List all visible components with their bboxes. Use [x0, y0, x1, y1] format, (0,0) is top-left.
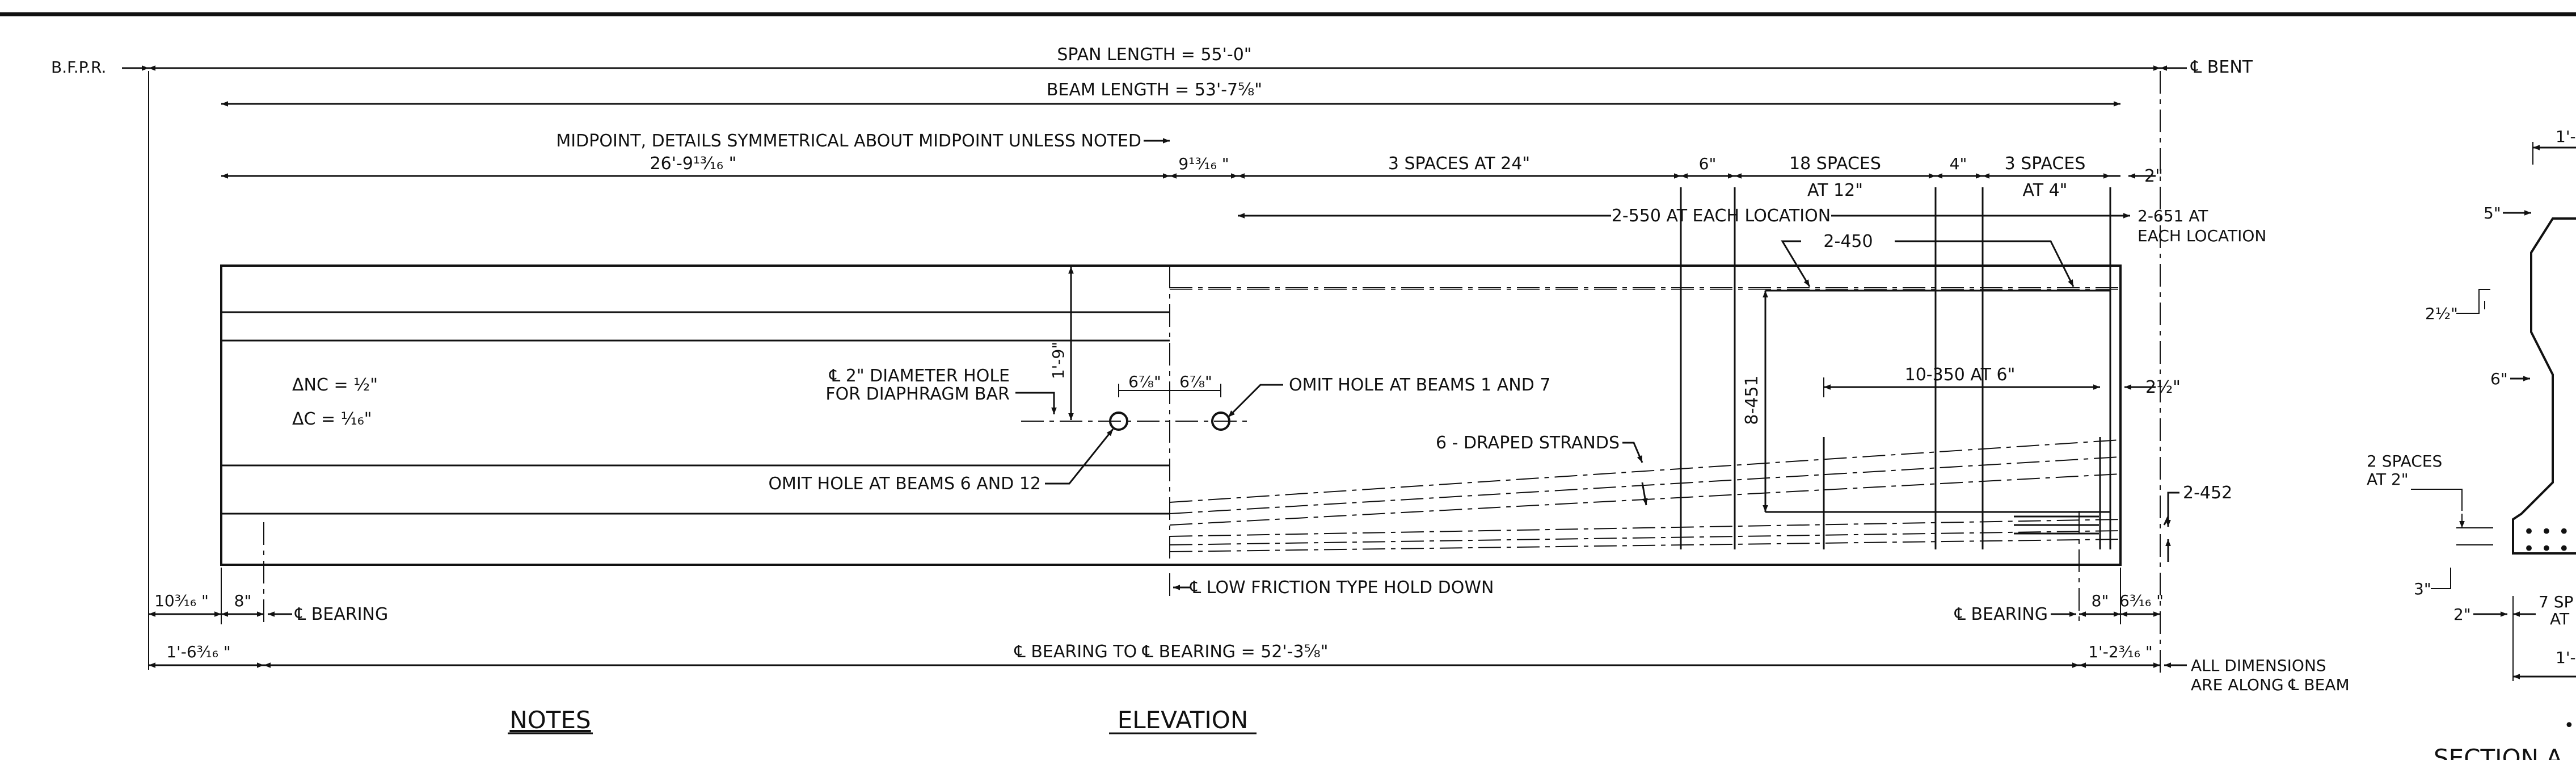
bars-10-350-label: 10-350 AT 6"	[1905, 365, 2016, 385]
section-dim-6: 6"	[2490, 369, 2508, 388]
bars-8-451-label: 8-451	[1742, 375, 1762, 425]
hold-down-callout: ℄ LOW FRICTION TYPE HOLD DOWN	[1169, 573, 1494, 598]
cl-bent-label: ℄ BENT	[2190, 57, 2253, 77]
half-length-label: 26'-9¹³⁄₁₆ "	[650, 154, 737, 174]
right-bearing-dimensions: ℄ BEARING 8" 6³⁄₁₆ "	[1954, 568, 2164, 624]
beam-length-label: BEAM LENGTH = 53'-7⅝"	[1047, 80, 1262, 100]
section-dim-1: 1'-	[2556, 127, 2576, 146]
delta-c-label: ΔC = ¹⁄₁₆"	[292, 409, 372, 429]
section-dim-1b: 1'-	[2556, 648, 2576, 667]
stirrup-spacing-dimensions: 9¹³⁄₁₆ " 3 SPACES AT 24" 6" 18 SPACES AT…	[1170, 154, 2163, 200]
beam-depth-dimension: 1'-9"	[1049, 267, 1074, 420]
bfpr-label: B.F.P.R.	[51, 58, 106, 77]
eighteen-spaces: 18 SPACES	[1789, 154, 1881, 174]
omit-hole-6-12: OMIT HOLE AT BEAMS 6 AND 12	[768, 474, 1041, 494]
span-length-dimension: B.F.P.R. SPAN LENGTH = 55'-0" ℄ BENT	[51, 45, 2253, 77]
hole-note-line-2: FOR DIAPHRAGM BAR	[825, 384, 1010, 404]
dim-8-right: 8"	[2092, 591, 2109, 610]
notes-title: NOTES	[509, 706, 591, 734]
dim-1-6-3-16: 1'-6³⁄₁₆ "	[166, 643, 231, 661]
span-length-label: SPAN LENGTH = 55'-0"	[1057, 45, 1251, 65]
dim-10-3-16: 10³⁄₁₆ "	[154, 591, 209, 610]
section-dots: • • •	[2523, 520, 2570, 543]
bar-2-452-callout: 2-452	[2163, 483, 2232, 562]
dim-6-3-16: 6³⁄₁₆ "	[2119, 591, 2164, 610]
section-at-2: AT 2"	[2367, 470, 2409, 489]
draped-strands-label: 6 - DRAPED STRANDS	[1436, 433, 1620, 453]
cl-bearing-left: ℄ BEARING	[294, 604, 388, 624]
beam-length-dimension: BEAM LENGTH = 53'-7⅝"	[221, 80, 2120, 107]
each-location-label: EACH LOCATION	[2137, 226, 2266, 245]
all-dims-line-2: ARE ALONG ℄ BEAM	[2191, 675, 2350, 694]
cl-bearing-right: ℄ BEARING	[1954, 604, 2048, 624]
dim-6-7-8-left: 6⅞"	[1128, 372, 1161, 391]
section-dim-2-half: 2½"	[2425, 304, 2458, 323]
dim-8-left: 8"	[234, 591, 252, 610]
dim-4: 4"	[1950, 154, 1967, 173]
bearing-to-bearing-dimension: 1'-6³⁄₁₆ " ℄ BEARING TO ℄ BEARING = 52'-…	[149, 642, 2350, 694]
section-dim-3: 3"	[2414, 580, 2431, 598]
three-spaces-24: 3 SPACES AT 24"	[1388, 154, 1530, 174]
section-dim-5: 5"	[2484, 204, 2501, 222]
at-4: AT 4"	[2023, 180, 2068, 200]
draped-strands-callout: 6 - DRAPED STRANDS	[1436, 433, 1648, 506]
omit-hole-1-7: OMIT HOLE AT BEAMS 1 AND 7	[1289, 375, 1550, 395]
dim-2-half: 2½"	[2145, 377, 2181, 397]
hold-down-label: ℄ LOW FRICTION TYPE HOLD DOWN	[1190, 578, 1494, 598]
section-bullet: •	[2564, 716, 2574, 736]
all-dims-line-1: ALL DIMENSIONS	[2191, 656, 2326, 675]
bar-10-350-dimension: 10-350 AT 6" 2½"	[1823, 365, 2181, 397]
delta-nc-label: ΔNC = ½"	[292, 375, 378, 395]
bar-2-550-callout: 2-550 AT EACH LOCATION 2-651 AT EACH LOC…	[1238, 206, 2266, 245]
dim-1-2-3-16: 1'-2³⁄₁₆ "	[2088, 643, 2153, 661]
diaphragm-hole-right	[1211, 412, 1230, 431]
section-title: SECTION A	[2434, 744, 2562, 760]
bar-8-451-dimension: 8-451	[1742, 291, 1768, 512]
section-view-partial: 1'- 5" 2½" 6" 2 SPACES AT 2" • • • • • •…	[2367, 127, 2576, 760]
section-7-sp: 7 SP	[2539, 593, 2573, 611]
bars-2-452-label: 2-452	[2183, 483, 2232, 503]
bars-2-450-label: 2-450	[1823, 232, 1873, 251]
diaphragm-hole-callout: ℄ 2" DIAMETER HOLE FOR DIAPHRAGM BAR 6⅞"…	[768, 366, 1550, 494]
bars-2-651-label: 2-651 AT	[2137, 207, 2208, 225]
bearing-to-bearing-label: ℄ BEARING TO ℄ BEARING = 52'-3⅝"	[1014, 642, 1329, 662]
half-length-dimension: MIDPOINT, DETAILS SYMMETRICAL ABOUT MIDP…	[221, 131, 1170, 179]
dim-6: 6"	[1699, 154, 1717, 173]
at-12: AT 12"	[1807, 180, 1863, 200]
dim-6-7-8-right: 6⅞"	[1179, 372, 1212, 391]
dim-1-9: 1'-9"	[1049, 342, 1068, 379]
three-spaces: 3 SPACES	[2005, 154, 2086, 174]
section-dim-2: 2"	[2453, 605, 2471, 624]
diaphragm-hole-left	[1109, 412, 1128, 431]
elevation-title: ELEVATION	[1118, 706, 1249, 734]
midpoint-note: MIDPOINT, DETAILS SYMMETRICAL ABOUT MIDP…	[556, 131, 1141, 151]
section-at: AT	[2550, 610, 2570, 628]
section-dots-2: • • •	[2523, 538, 2570, 560]
bars-2-550-label: 2-550 AT EACH LOCATION	[1612, 206, 1831, 226]
left-bearing-dimensions: 10³⁄₁₆ " 8" ℄ BEARING	[149, 568, 388, 624]
bar-2-450-callout: 2-450	[1781, 232, 2075, 287]
dim-9-13-16: 9¹³⁄₁₆ "	[1178, 154, 1229, 173]
section-2-spaces: 2 SPACES	[2367, 452, 2442, 471]
hole-note-line-1: ℄ 2" DIAMETER HOLE	[829, 366, 1010, 386]
